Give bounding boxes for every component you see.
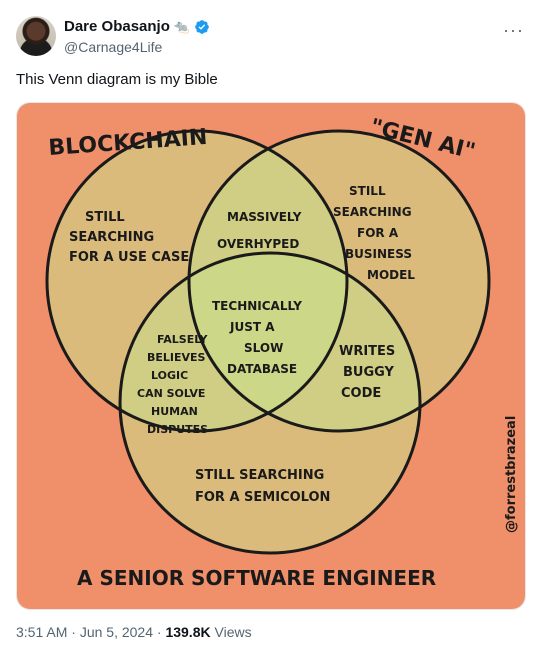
region-text: CAN SOLVE [137,387,205,400]
region-text: MODEL [367,268,415,282]
venn-diagram-image: BLOCKCHAIN "GEN AI" A SENIOR SOFTWARE EN… [17,103,525,609]
region-text: WRITES [339,344,395,359]
tweet-header: Dare Obasanjo 🐀 @Carnage4Life ··· [16,16,524,60]
region-text: BUSINESS [345,247,412,261]
region-text: BUGGY [343,365,395,380]
region-genai-only: STILL SEARCHING FOR A BUSINESS MODEL [333,184,415,282]
tweet-text: This Venn diagram is my Bible [16,71,218,88]
region-text: CODE [341,386,381,401]
region-text: TECHNICALLY [212,299,302,313]
region-text: MASSIVELY [227,210,302,224]
meta-separator: · [67,624,80,640]
region-text: STILL [85,210,125,225]
genai-circle-outline [187,129,491,433]
region-genai-senior: WRITES BUGGY CODE [339,344,395,401]
region-text: FOR A [357,226,399,240]
region-text: LOGIC [151,369,188,382]
avatar[interactable] [16,16,56,56]
region-text: DISPUTES [147,423,208,436]
tweet-image[interactable]: BLOCKCHAIN "GEN AI" A SENIOR SOFTWARE EN… [16,102,526,610]
region-text: SLOW [244,341,283,355]
rat-emoji-icon: 🐀 [173,18,191,34]
region-text: OVERHYPED [217,237,299,251]
region-text: FOR A SEMICOLON [195,490,330,505]
senior-circle-outline [118,251,422,555]
views-count[interactable]: 139.8K [165,624,211,640]
verified-badge-icon [195,19,209,34]
region-text: HUMAN [151,405,198,418]
author-handle[interactable]: @Carnage4Life [64,39,163,55]
region-text: SEARCHING [69,230,154,245]
region-text: BELIEVES [147,351,206,364]
region-center: TECHNICALLY JUST A SLOW DATABASE [212,299,302,376]
author-name-row[interactable]: Dare Obasanjo 🐀 [64,18,210,35]
senior-label: A SENIOR SOFTWARE ENGINEER [77,566,436,590]
more-options-icon[interactable]: ··· [503,20,524,40]
region-text: STILL [349,184,386,198]
region-text: JUST A [229,320,275,334]
meta-separator: · [153,624,166,640]
region-text: STILL SEARCHING [195,468,324,483]
blockchain-circle-outline [45,129,349,433]
region-text: FOR A USE CASE [69,250,189,265]
tweet-date[interactable]: Jun 5, 2024 [79,624,153,640]
senior-circle-fill [120,253,420,553]
region-senior-only: STILL SEARCHING FOR A SEMICOLON [195,468,330,505]
signature-label: @forrestbrazeal [504,416,519,533]
region-blockchain-senior: FALSELY BELIEVES LOGIC CAN SOLVE HUMAN D… [137,333,209,436]
region-text: FALSELY [157,333,209,346]
views-label: Views [210,624,252,640]
display-name[interactable]: Dare Obasanjo [64,18,170,35]
tweet-time[interactable]: 3:51 AM [16,624,68,640]
region-blockchain-only: STILL SEARCHING FOR A USE CASE [69,210,189,265]
tweet-meta: 3:51 AM · Jun 5, 2024 · 139.8K Views [16,624,252,640]
region-blockchain-genai: MASSIVELY OVERHYPED [217,210,302,251]
region-text: SEARCHING [333,205,412,219]
region-text: DATABASE [227,362,297,376]
